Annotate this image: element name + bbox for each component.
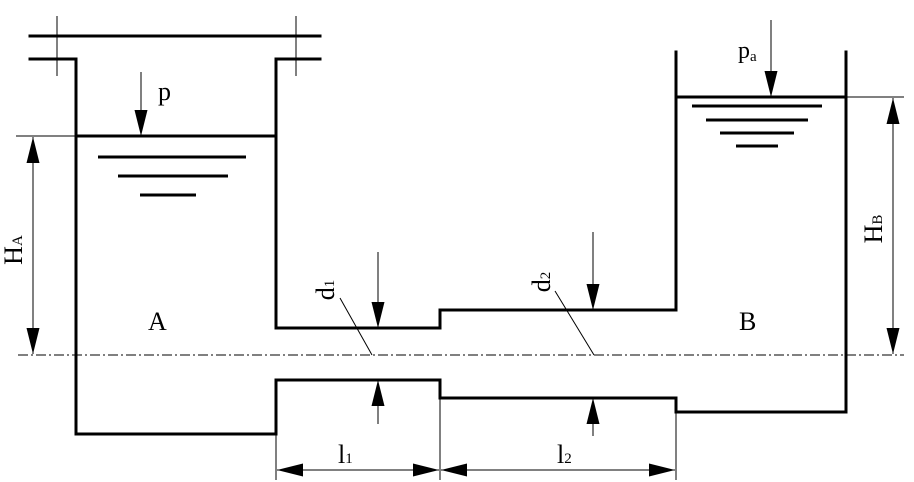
height-b-dimension	[846, 96, 904, 354]
length-2-label: l2	[557, 440, 572, 469]
diameter-2-label: d2	[527, 272, 556, 293]
diameter-2-dimension	[554, 232, 600, 436]
tank-b-water-surface	[676, 95, 846, 148]
diameter-1-label: d1	[311, 280, 340, 301]
tank-a-lid	[28, 16, 322, 76]
pressure-b-label: pa	[738, 38, 757, 65]
height-b-label: HB	[859, 215, 888, 244]
tank-a-label: A	[148, 307, 167, 336]
length-1-label: l1	[338, 440, 353, 469]
tank-a-inner-wall	[274, 50, 678, 330]
height-a-dimension	[16, 135, 76, 354]
pressure-a-label: p	[158, 77, 171, 106]
tank-b-label: B	[739, 307, 756, 336]
diameter-1-dimension	[339, 252, 385, 424]
tank-a-wall	[74, 50, 848, 436]
height-a-label: HA	[0, 235, 28, 265]
length-dimensions	[275, 380, 677, 480]
tank-a-water-surface	[76, 134, 276, 197]
